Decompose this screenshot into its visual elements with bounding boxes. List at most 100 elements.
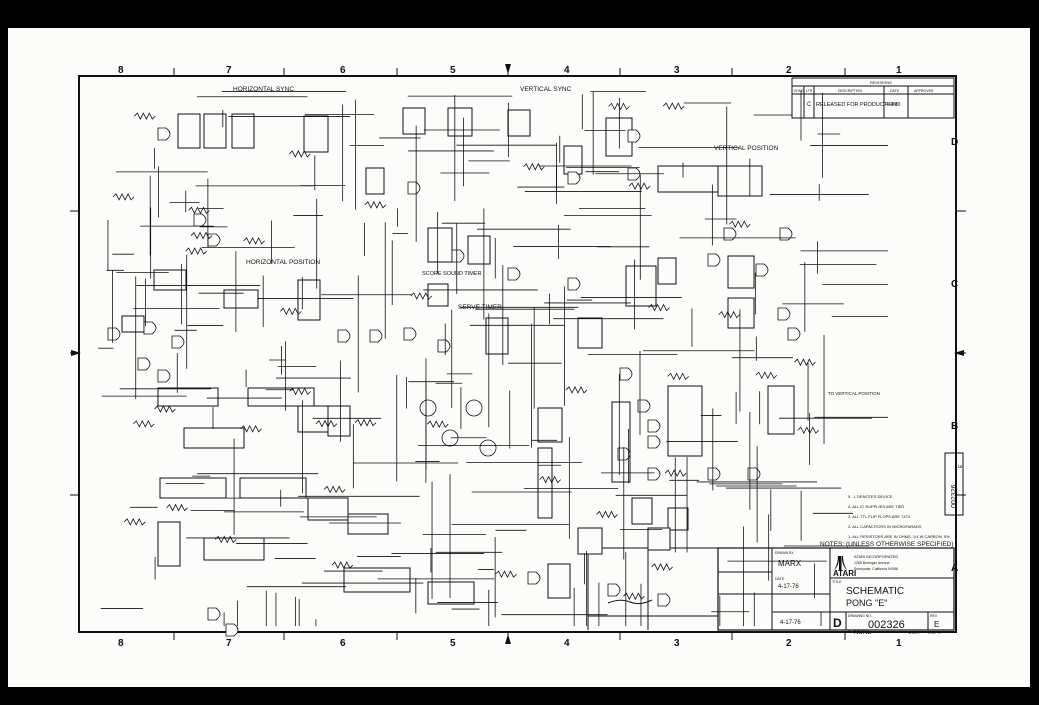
logic-gate-31 [207, 607, 221, 621]
zone-row-a: A [951, 563, 958, 574]
revision-col-approved: APPROVED [914, 89, 934, 93]
ic-package-18 [485, 317, 509, 355]
logic-gate-7 [723, 227, 737, 241]
revision-header: REVISIONS [870, 80, 892, 85]
resistor-6 [166, 503, 188, 512]
logic-gate-2 [207, 233, 221, 247]
ic-package-39 [157, 521, 181, 567]
zone-row-b: B [951, 421, 958, 432]
transistor-0 [419, 399, 437, 417]
logic-gate-20 [777, 307, 791, 321]
transistor-3 [479, 439, 497, 457]
resistor-4 [426, 420, 449, 429]
company-address-1: 1265 Borregas Avenue [854, 561, 890, 565]
resistor-36 [794, 358, 816, 367]
ic-package-6 [507, 109, 531, 137]
company-wordmark: ATARI [833, 569, 856, 578]
scale-value: NONE [854, 630, 871, 636]
rev-label: REV [930, 614, 938, 618]
zone-col-7-top: 7 [226, 65, 232, 76]
zone-col-4-top: 4 [564, 65, 570, 76]
resistor-0 [662, 102, 685, 110]
resistor-26 [123, 518, 146, 526]
ic-package-46 [121, 315, 145, 333]
logic-gate-12 [337, 329, 351, 343]
logic-gate-10 [143, 321, 157, 335]
ic-package-45 [647, 527, 671, 551]
ic-package-17 [427, 283, 449, 307]
resistor-14 [797, 426, 820, 435]
ic-package-37 [631, 497, 653, 525]
title-block: DRAWN BY MARX DATE 4-17-76 4-17-76 ATARI… [587, 547, 955, 636]
ic-package-42 [427, 581, 475, 605]
zone-col-5-top: 5 [450, 65, 456, 76]
resistor-34 [112, 192, 135, 201]
scale-label: SCALE [848, 629, 860, 633]
sheet-label: SHEET [908, 631, 921, 635]
logic-gate-21 [787, 327, 801, 341]
resistor-5 [651, 563, 673, 571]
logic-gate-29 [647, 419, 661, 433]
ic-package-20 [625, 265, 657, 307]
ic-package-1 [203, 113, 227, 149]
ic-package-4 [402, 107, 426, 135]
resistor-12 [188, 206, 210, 215]
resistor-3 [728, 220, 751, 229]
ic-package-10 [717, 165, 763, 197]
zone-col-8-top: 8 [118, 65, 124, 76]
logic-gate-28 [637, 399, 651, 413]
resistor-20 [240, 424, 262, 433]
section-horizontal-position: HORIZONTAL POSITION [246, 259, 320, 266]
note-1: 1. ALL RESISTORS ARE IN OHMS, 1/4 W CARB… [848, 534, 950, 539]
logic-gate-37 [157, 369, 171, 383]
resistor-32 [214, 535, 237, 544]
logic-gate-32 [225, 623, 239, 637]
logic-gate-19 [755, 263, 769, 277]
logic-gate-30 [647, 435, 661, 449]
resistor-24 [154, 405, 176, 413]
zone-col-2-top: 2 [786, 65, 792, 76]
logic-gate-33 [527, 571, 541, 585]
schematic-sheet: 8 7 6 5 4 3 2 1 8 7 6 5 4 3 2 1 D C B A … [8, 28, 1030, 687]
date-label: DATE [775, 577, 785, 581]
side-stamp-rev: E [958, 464, 964, 468]
zone-col-3-top: 3 [674, 65, 680, 76]
ic-package-29 [667, 385, 703, 457]
title-label: TITLE [832, 580, 842, 584]
resistor-16 [565, 386, 588, 394]
resistor-29 [289, 387, 311, 396]
ic-package-44 [577, 527, 603, 555]
zone-col-5-bottom: 5 [450, 638, 456, 649]
ic-package-14 [297, 279, 321, 321]
revision-ltr: C [807, 102, 812, 108]
logic-gate-8 [779, 227, 793, 241]
resistor-18 [495, 570, 517, 579]
section-score-sound-timer: SCORE SOUND TIMER [422, 271, 482, 277]
ic-package-30 [767, 385, 795, 435]
side-stamp-number: 002326 [951, 485, 958, 508]
resistor-30 [331, 561, 354, 569]
resistor-27 [323, 485, 346, 494]
logic-gate-5 [627, 129, 641, 143]
resistor-38 [280, 307, 302, 316]
resistor-22 [596, 510, 618, 519]
transistor-1 [465, 399, 483, 417]
resistor-23 [185, 247, 207, 255]
logic-gate-18 [707, 253, 721, 267]
revision-letter: E [934, 620, 939, 629]
ic-package-16 [467, 235, 491, 265]
section-horizontal-sync: HORIZONTAL SYNC [233, 86, 294, 93]
ic-package-7 [563, 145, 583, 175]
note-5: 5. ⊥ DENOTES DEVICE [848, 494, 893, 499]
revision-col-description: DESCRIPTION [838, 89, 862, 93]
ic-package-25 [247, 387, 315, 407]
title-line-2: PONG "E" [846, 598, 887, 608]
resistor-25 [718, 310, 740, 319]
logic-gate-15 [507, 267, 521, 281]
logic-gate-14 [451, 249, 465, 263]
resistor-21 [289, 150, 311, 158]
resistor-7 [354, 418, 377, 427]
logic-gate-0 [157, 127, 171, 141]
company-address-2: Sunnyvale, California 94086 [854, 567, 898, 571]
zone-col-7-bottom: 7 [226, 638, 232, 649]
